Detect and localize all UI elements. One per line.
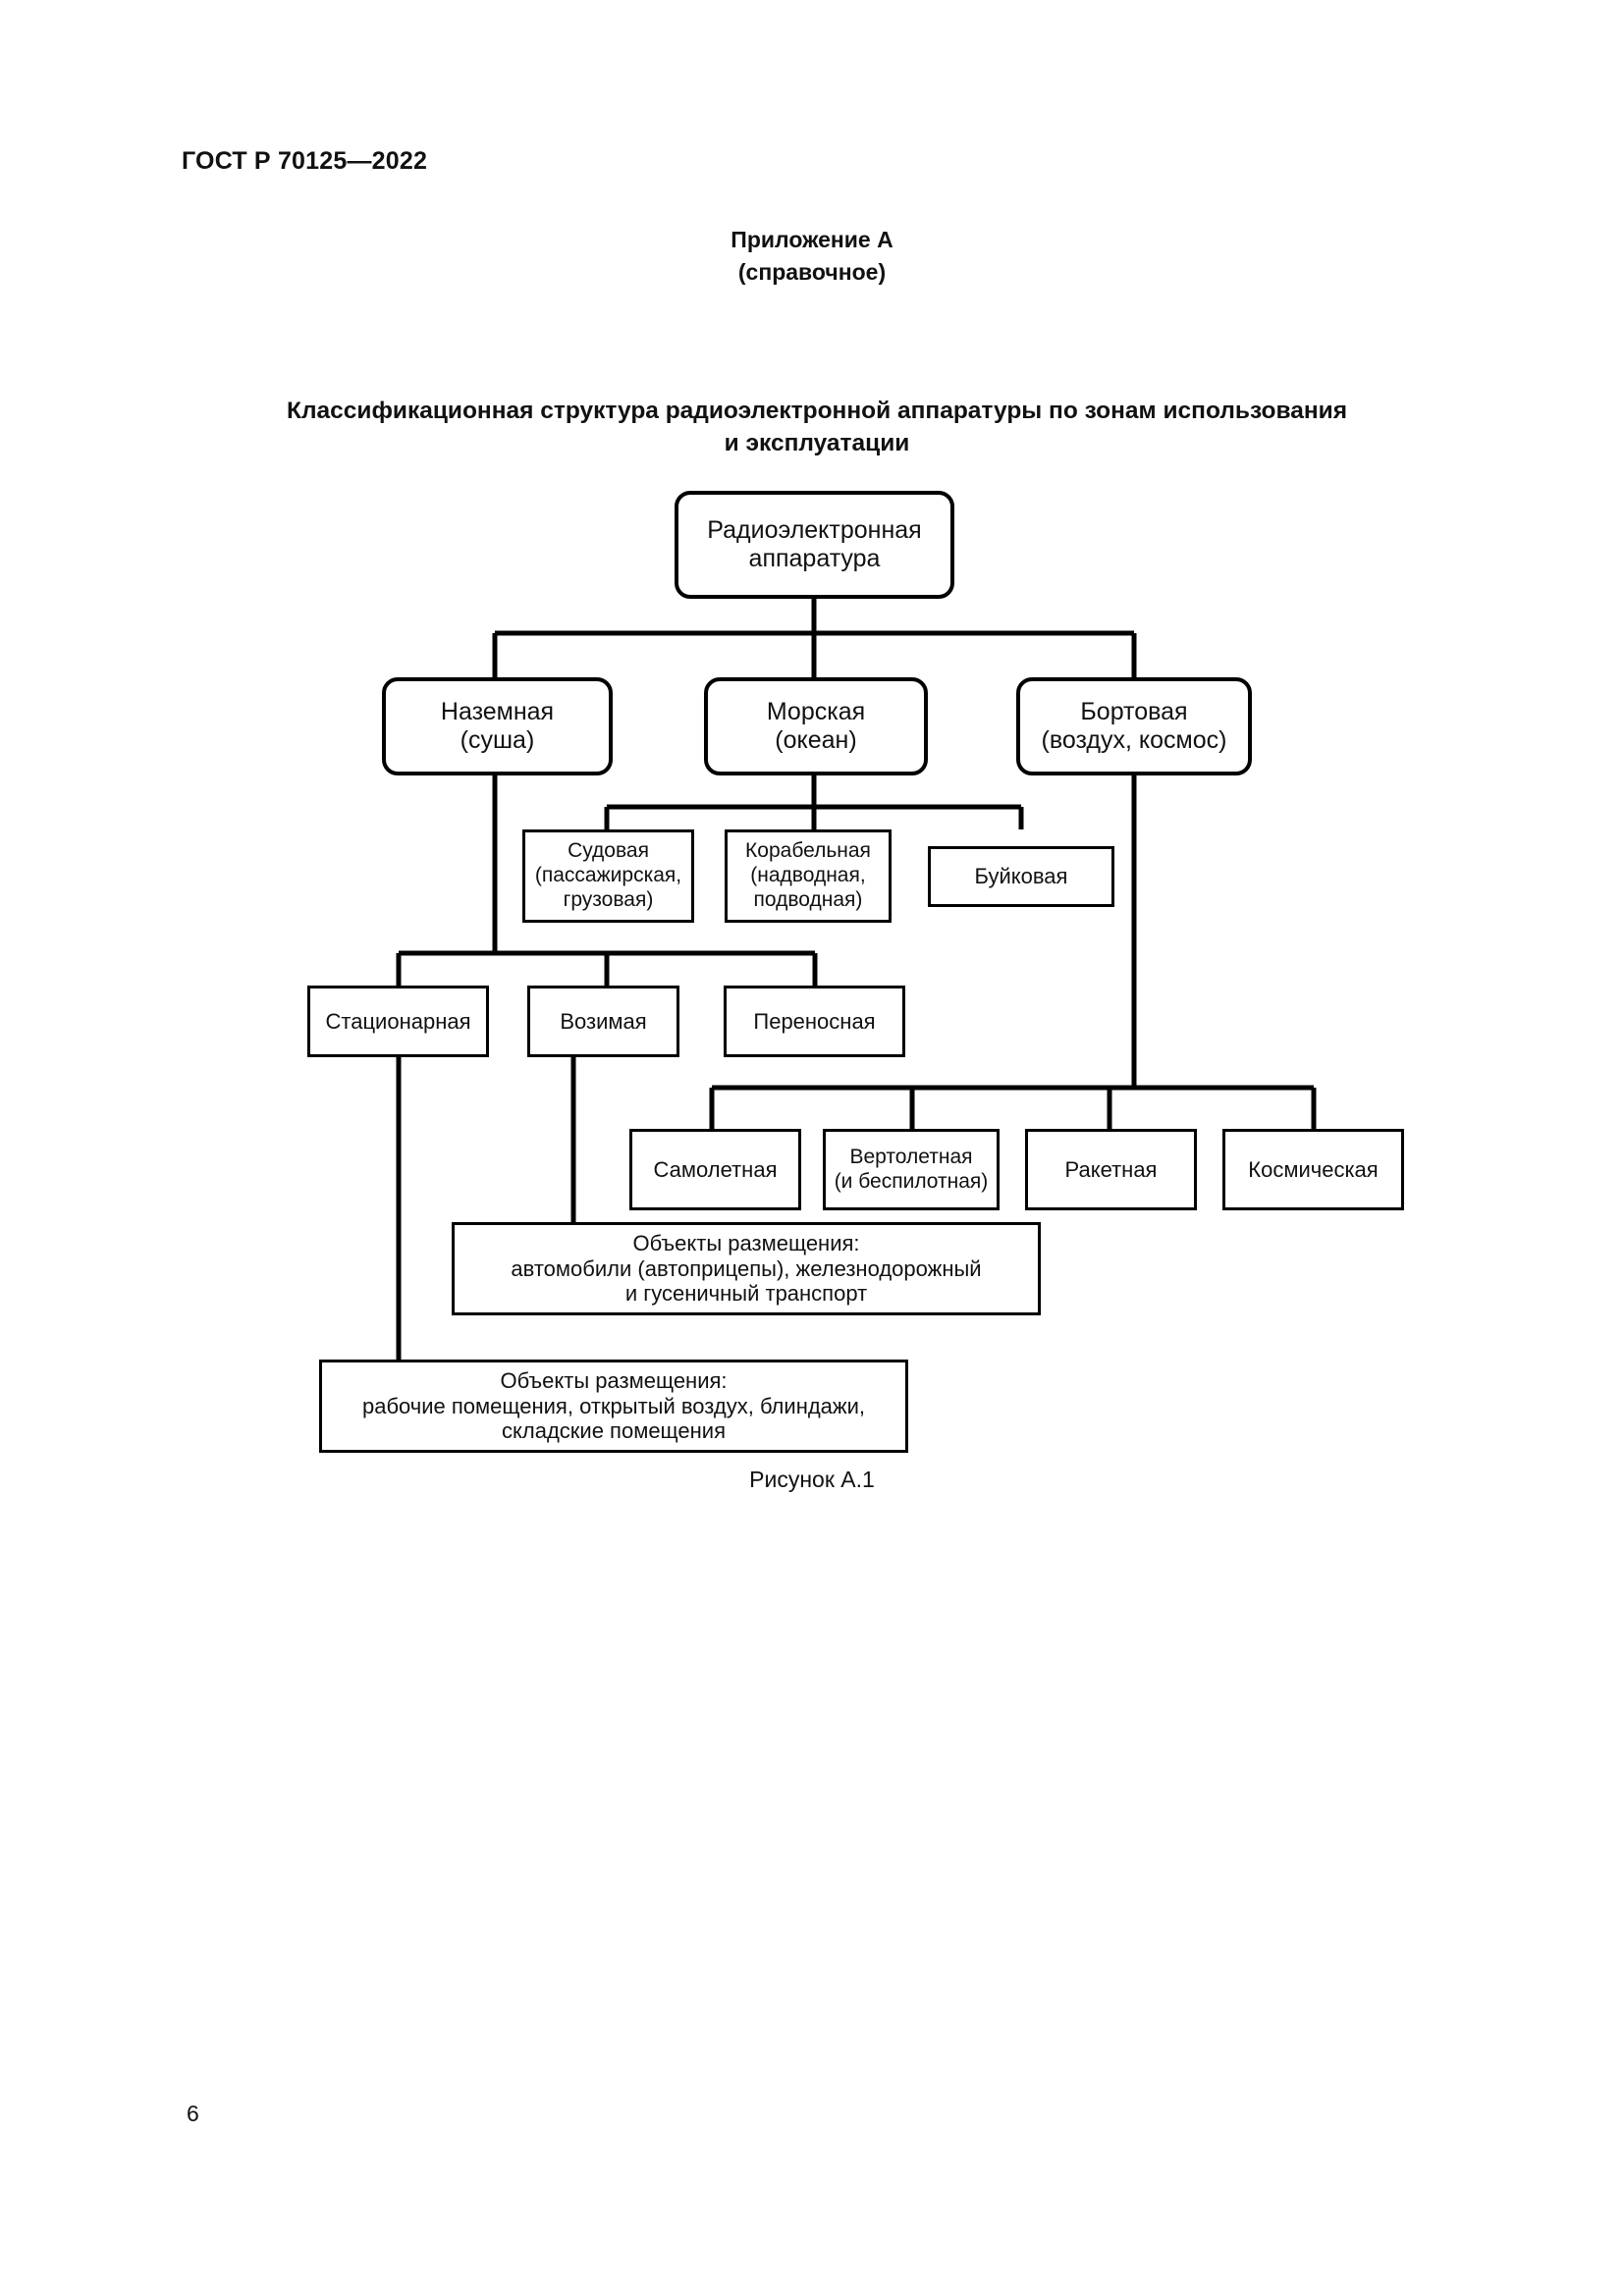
annex-title: Приложение А	[731, 227, 893, 252]
node-root-label: Радиоэлектронная аппаратура	[707, 515, 922, 573]
node-rocket[interactable]: Ракетная	[1025, 1129, 1197, 1210]
node-sea-label: Морская (океан)	[766, 697, 866, 755]
node-aircraft[interactable]: Самолетная	[629, 1129, 801, 1210]
node-root[interactable]: Радиоэлектронная аппаратура	[675, 491, 954, 599]
node-buoy-label: Буйковая	[974, 864, 1068, 889]
node-helicopter[interactable]: Вертолетная (и беспилотная)	[823, 1129, 1000, 1210]
node-portable[interactable]: Переносная	[724, 986, 905, 1057]
figure-caption: Рисунок А.1	[749, 1467, 875, 1492]
node-land[interactable]: Наземная (суша)	[382, 677, 613, 775]
annex-heading: Приложение А (справочное)	[0, 224, 1624, 290]
node-naval[interactable]: Корабельная (надводная, подводная)	[725, 829, 892, 923]
node-aircraft-label: Самолетная	[653, 1156, 778, 1182]
node-stationary-label: Стационарная	[325, 1008, 471, 1034]
node-air-label: Бортовая (воздух, космос)	[1041, 697, 1227, 755]
figure-title: Классификационная структура радиоэлектро…	[223, 395, 1411, 459]
node-ship[interactable]: Судовая (пассажирская, грузовая)	[522, 829, 694, 923]
running-head: ГОСТ Р 70125—2022	[182, 147, 428, 175]
node-ship-label: Судовая (пассажирская, грузовая)	[534, 839, 682, 911]
node-portable-label: Переносная	[753, 1008, 876, 1034]
node-sea[interactable]: Морская (океан)	[704, 677, 928, 775]
node-transport-placement-label: Объекты размещения: автомобили (автоприц…	[511, 1230, 982, 1307]
node-premises-placement[interactable]: Объекты размещения: рабочие помещения, о…	[319, 1360, 908, 1453]
node-stationary[interactable]: Стационарная	[307, 986, 489, 1057]
page-number: 6	[187, 2101, 199, 2126]
node-rocket-label: Ракетная	[1064, 1156, 1158, 1182]
node-transport-placement[interactable]: Объекты размещения: автомобили (автоприц…	[452, 1222, 1041, 1315]
node-vehicular[interactable]: Возимая	[527, 986, 679, 1057]
annex-subtitle: (справочное)	[737, 259, 887, 286]
node-space[interactable]: Космическая	[1222, 1129, 1404, 1210]
node-premises-placement-label: Объекты размещения: рабочие помещения, о…	[361, 1367, 866, 1444]
node-vehicular-label: Возимая	[560, 1008, 647, 1034]
node-naval-label: Корабельная (надводная, подводная)	[745, 839, 871, 911]
figure-title-line-1: Классификационная структура радиоэлектро…	[287, 398, 1347, 424]
node-air[interactable]: Бортовая (воздух, космос)	[1016, 677, 1252, 775]
node-space-label: Космическая	[1248, 1156, 1379, 1182]
node-buoy[interactable]: Буйковая	[928, 846, 1114, 907]
node-helicopter-label: Вертолетная (и беспилотная)	[834, 1145, 989, 1193]
node-land-label: Наземная (суша)	[440, 697, 555, 755]
figure-title-line-2: и эксплуатации	[724, 430, 910, 457]
